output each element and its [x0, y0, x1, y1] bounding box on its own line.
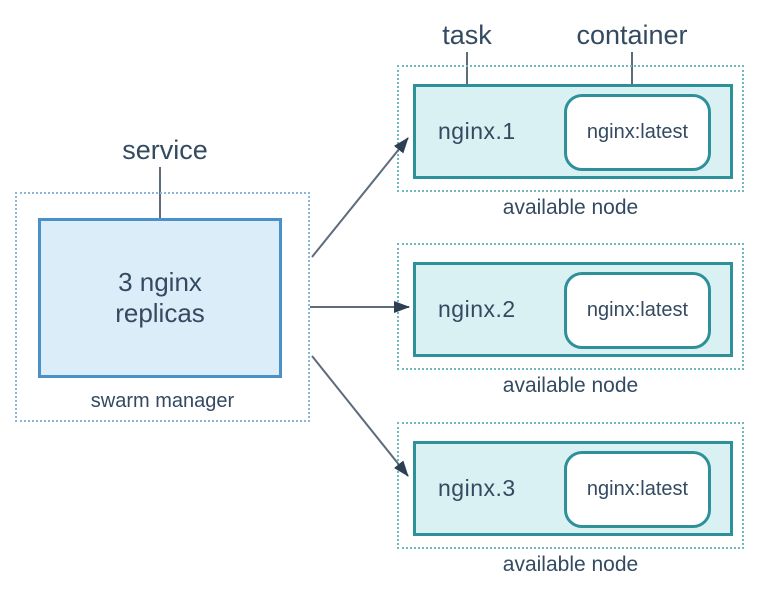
container-label: container: [576, 20, 688, 50]
task-box-nginx-3: nginx.3 nginx:latest: [413, 441, 733, 536]
service-box-text-line2: replicas: [115, 298, 205, 328]
available-node-3: nginx.3 nginx:latest available node: [397, 422, 744, 580]
arrow-to-node-1: [311, 137, 409, 258]
swarm-manager-caption: swarm manager: [90, 390, 235, 412]
container-image-label: nginx:latest: [586, 299, 689, 321]
node-1-caption: available node: [502, 196, 639, 219]
node-2-caption: available node: [502, 374, 639, 397]
node-3-caption: available node: [502, 553, 639, 576]
service-pointer-line: [159, 167, 161, 255]
container-image-label: nginx:latest: [586, 478, 689, 500]
service-label: service: [122, 135, 208, 165]
container-image-label: nginx:latest: [586, 121, 689, 143]
task-box-nginx-1: nginx.1 nginx:latest: [413, 84, 733, 179]
task-name-label: nginx.3: [438, 475, 516, 501]
container-pointer-line: [631, 52, 633, 109]
service-box-text-line1: 3 nginx: [118, 267, 202, 297]
node-3-dotted-border: nginx.3 nginx:latest: [397, 422, 744, 549]
service-box: 3 nginx replicas: [38, 218, 282, 378]
task-name-label: nginx.2: [438, 296, 516, 322]
container-box-nginx-3: nginx:latest: [564, 451, 711, 528]
swarm-manager-node: 3 nginx replicas swarm manager: [15, 192, 310, 422]
node-2-dotted-border: nginx.2 nginx:latest: [397, 243, 744, 370]
available-node-2: nginx.2 nginx:latest available node: [397, 243, 744, 401]
task-label: task: [442, 20, 492, 50]
arrow-to-node-3: [311, 355, 409, 477]
available-node-1: nginx.1 nginx:latest available node: [397, 65, 744, 223]
container-box-nginx-1: nginx:latest: [564, 94, 711, 171]
task-pointer-line: [466, 52, 468, 106]
container-box-nginx-2: nginx:latest: [564, 272, 711, 349]
task-box-nginx-2: nginx.2 nginx:latest: [413, 262, 733, 357]
task-name-label: nginx.1: [438, 118, 516, 144]
node-1-dotted-border: nginx.1 nginx:latest: [397, 65, 744, 192]
